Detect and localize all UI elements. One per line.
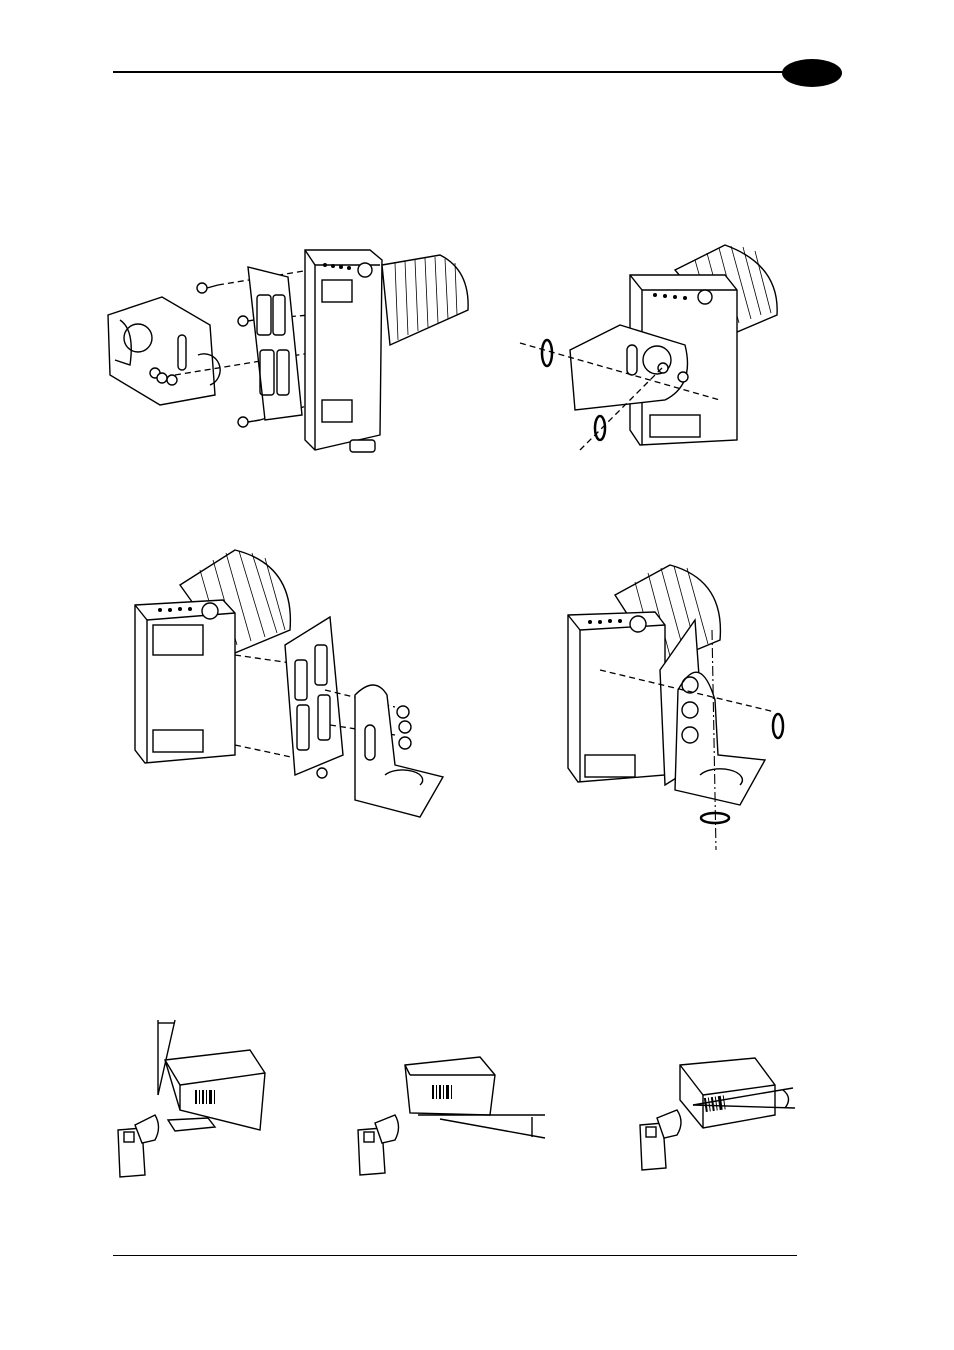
figure-mount-assembled-side: [560, 560, 800, 850]
figure-tilt-angle: [635, 1050, 810, 1180]
figure-pitch-angle: [350, 1045, 560, 1185]
chapter-tab: [782, 59, 842, 87]
figure-mount-exploded-rear: [100, 235, 480, 465]
scanner-body: [568, 612, 665, 782]
figure-mount-exploded-side: [125, 545, 465, 825]
box: [405, 1057, 495, 1115]
bracket: [108, 297, 215, 405]
figure-skew-angle: [100, 1015, 290, 1185]
bracket: [355, 685, 443, 817]
figure-mount-assembled-rear: [515, 235, 795, 465]
mounting-plate: [285, 617, 343, 775]
bracket: [675, 672, 765, 805]
mounting-plate: [248, 267, 302, 420]
footer-rule: [113, 1255, 797, 1256]
header-rule: [113, 71, 788, 73]
